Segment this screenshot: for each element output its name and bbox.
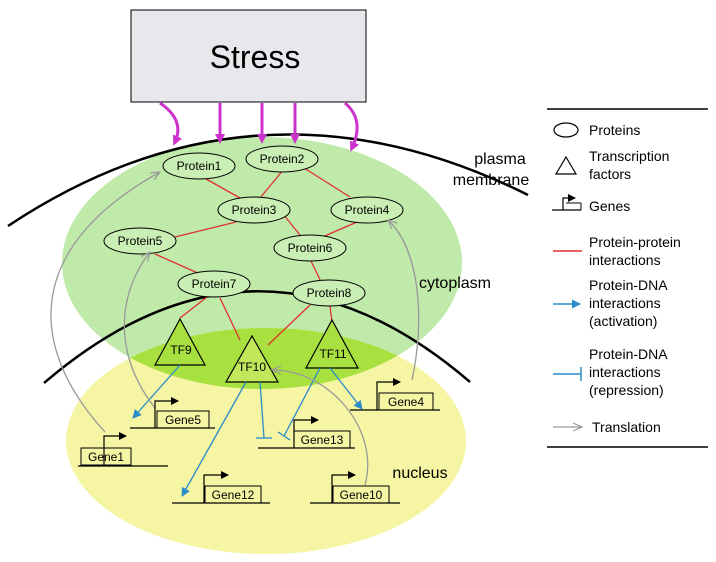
protein-4-label: Protein4 xyxy=(345,203,390,217)
legend-genes: Genes xyxy=(552,194,630,214)
legend-rep-line3: (repression) xyxy=(589,382,664,398)
legend-translation-label: Translation xyxy=(592,419,661,435)
legend-activation: Protein-DNA interactions (activation) xyxy=(553,277,668,329)
translation-arrows xyxy=(50,172,420,486)
protein-3-label: Protein3 xyxy=(232,203,277,217)
protein-node-2: Protein2 xyxy=(245,145,319,173)
gene-1: Gene1 xyxy=(78,432,168,467)
protein-node-6: Protein6 xyxy=(273,234,347,262)
protein-protein-edges xyxy=(154,167,358,346)
nuclear-membrane-line xyxy=(43,290,471,384)
gene-10: Gene10 xyxy=(310,471,400,504)
nucleus-label: nucleus xyxy=(392,465,447,482)
legend-rep-line1: Protein-DNA xyxy=(589,346,668,362)
legend-rep-line2: interactions xyxy=(589,364,661,380)
gene-5: Gene5 xyxy=(130,397,215,429)
legend-act-line3: (activation) xyxy=(589,313,657,329)
tf-node-11: TF11 xyxy=(304,318,360,369)
legend-ppi-line1: Protein-protein xyxy=(589,234,681,250)
gene-4-label: Gene4 xyxy=(388,395,424,409)
membrane-label: membrane xyxy=(453,172,530,189)
protein-2-label: Protein2 xyxy=(260,152,305,166)
nucleus-region xyxy=(66,328,466,554)
protein-node-5: Protein5 xyxy=(103,227,177,255)
tf-9-label: TF9 xyxy=(170,343,192,357)
stress-arrows xyxy=(159,101,360,152)
legend-protein-icon xyxy=(553,122,579,138)
gene-13-label: Gene13 xyxy=(301,433,344,447)
protein-1-label: Protein1 xyxy=(177,159,222,173)
gene-13: Gene13 xyxy=(258,416,355,449)
tf-node-10: TF10 xyxy=(224,334,280,383)
legend-ppi-line2: interactions xyxy=(589,252,661,268)
legend-act-line1: Protein-DNA xyxy=(589,277,668,293)
gene-10-label: Gene10 xyxy=(340,488,383,502)
legend-repression: Protein-DNA interactions (repression) xyxy=(553,346,668,398)
tf-10-label: TF10 xyxy=(238,360,266,374)
protein-node-4: Protein4 xyxy=(330,196,404,224)
gene-5-label: Gene5 xyxy=(165,413,201,427)
protein-8-label: Protein8 xyxy=(307,286,352,300)
legend-act-line2: interactions xyxy=(589,295,661,311)
gene-12-label: Gene12 xyxy=(212,488,255,502)
protein-node-3: Protein3 xyxy=(217,196,291,224)
legend-triangle-icon xyxy=(554,155,578,175)
legend-transcription-factors: Transcription factors xyxy=(554,148,669,182)
legend-proteins: Proteins xyxy=(553,122,640,138)
legend-tf-line1: Transcription xyxy=(589,148,669,164)
protein-5-label: Protein5 xyxy=(118,234,163,248)
legend-gene-icon xyxy=(552,194,582,211)
gene-4: Gene4 xyxy=(350,378,440,411)
legend: Proteins Transcription factors Genes Pro… xyxy=(547,108,708,448)
protein-7-label: Protein7 xyxy=(192,277,237,291)
cytoplasm-label: cytoplasm xyxy=(419,275,491,292)
protein-node-1: Protein1 xyxy=(162,152,236,180)
protein-node-8: Protein8 xyxy=(292,279,366,307)
stress-label: Stress xyxy=(210,39,301,75)
legend-translation: Translation xyxy=(553,419,661,435)
gene-1-label: Gene1 xyxy=(88,450,124,464)
legend-genes-label: Genes xyxy=(589,198,630,214)
legend-proteins-label: Proteins xyxy=(589,122,640,138)
legend-ppi: Protein-protein interactions xyxy=(553,234,681,268)
protein-node-7: Protein7 xyxy=(177,270,251,298)
stress-box: Stress xyxy=(130,9,367,103)
repression-edges xyxy=(256,367,321,441)
plasma-label: plasma xyxy=(474,151,526,168)
activation-edges xyxy=(132,364,363,497)
gene-12: Gene12 xyxy=(172,471,270,504)
legend-tf-line2: factors xyxy=(589,166,631,182)
tf-11-label: TF11 xyxy=(319,347,346,361)
protein-6-label: Protein6 xyxy=(288,241,333,255)
